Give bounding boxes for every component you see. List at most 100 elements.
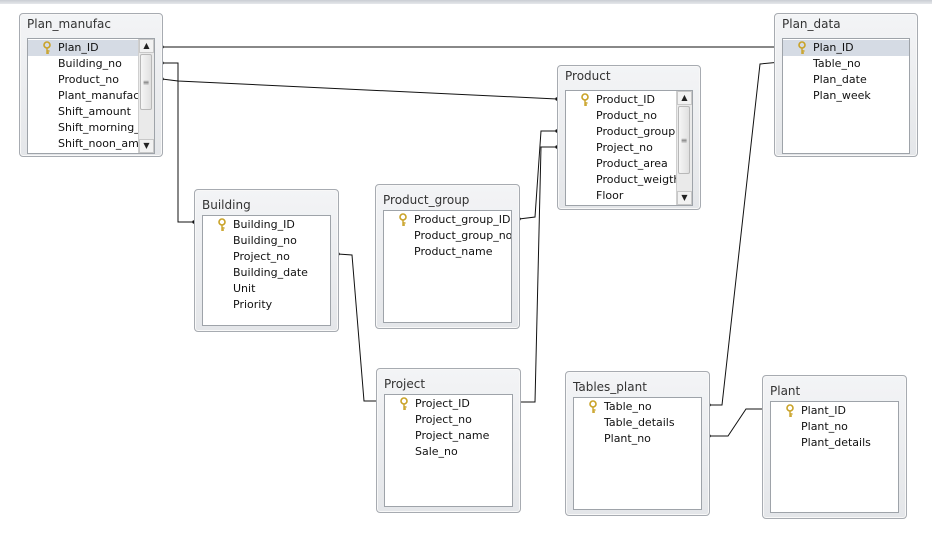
field-name: Building_date (233, 266, 308, 279)
field-name: Project_name (415, 429, 490, 442)
field-row[interactable]: Plan_ID (28, 40, 138, 56)
key-icon (589, 400, 597, 413)
field-row[interactable]: Shift_amount (28, 104, 138, 120)
field-row[interactable]: Building_no (28, 56, 138, 72)
field-row[interactable]: Product_group_ID (384, 212, 511, 228)
field-name: Product_no (596, 109, 657, 122)
field-name: Plant_details (801, 436, 871, 449)
field-name: Project_ID (415, 397, 470, 410)
vertical-scrollbar[interactable]: ▲ ≡ ▼ (138, 39, 154, 153)
field-row[interactable]: Project_no (203, 249, 330, 265)
field-name: Building_ID (233, 218, 295, 231)
field-row[interactable]: Table_no (783, 56, 909, 72)
scroll-thumb[interactable]: ≡ (140, 54, 152, 110)
field-list[interactable]: Plan_ID Building_no Product_no Plant_man… (27, 38, 155, 154)
field-list[interactable]: Building_ID Building_no Project_no Build… (202, 215, 331, 326)
field-row[interactable]: Plant_no (771, 419, 898, 435)
field-row[interactable]: Product_no (28, 72, 138, 88)
table-title: Plant (770, 384, 801, 398)
table-plan-data[interactable]: Plan_data Plan_ID Table_no Plan_date Pla… (774, 13, 918, 157)
field-name: Plant_ID (801, 404, 846, 417)
scroll-down-arrow-icon[interactable]: ▼ (139, 139, 154, 153)
table-tables-plant[interactable]: Tables_plant Table_no Table_details Plan… (565, 371, 710, 516)
field-row[interactable]: Product_area (566, 156, 676, 172)
field-row[interactable]: Plant_no (574, 431, 701, 447)
field-row[interactable]: Shift_noon_amou (28, 136, 138, 152)
scroll-up-arrow-icon[interactable]: ▲ (677, 91, 692, 105)
relationship-building-no (162, 62, 194, 223)
field-row[interactable]: Product_ID (566, 92, 676, 108)
field-name: Plant_manufac_d (58, 89, 138, 102)
field-row[interactable]: Unit (203, 281, 330, 297)
field-row[interactable]: Plant_manufac_d (28, 88, 138, 104)
table-plan-manufac[interactable]: Plan_manufac Plan_ID Building_no Product… (19, 13, 163, 157)
field-list[interactable]: Project_ID Project_no Project_name Sale_… (384, 394, 513, 507)
scroll-up-arrow-icon[interactable]: ▲ (139, 39, 154, 53)
field-row[interactable]: Building_ID (203, 217, 330, 233)
field-row[interactable]: Sale_no (385, 444, 512, 460)
table-title: Project (384, 377, 426, 391)
relationship-product-group (518, 130, 557, 220)
field-name: Unit (233, 282, 256, 295)
field-list[interactable]: Table_no Table_details Plant_no (573, 397, 702, 510)
field-name: Product_weigth (596, 173, 676, 186)
field-name: Product_name (414, 245, 493, 258)
field-row[interactable]: Product_weigth (566, 172, 676, 188)
relationship-product-no (161, 78, 558, 100)
field-row[interactable]: Floor (566, 188, 676, 204)
field-row[interactable]: Project_ID (385, 396, 512, 412)
field-name: Plant_no (801, 420, 848, 433)
table-plant[interactable]: Plant Plant_ID Plant_no Plant_details (762, 375, 907, 519)
field-row[interactable]: Product_group (566, 124, 676, 140)
table-product[interactable]: Product Product_ID Product_no Product_gr… (557, 65, 701, 210)
field-name: Shift_morning_ar (58, 121, 138, 134)
table-title: Tables_plant (573, 380, 647, 394)
field-row[interactable]: Project_no (566, 140, 676, 156)
field-row[interactable]: Product_group_no (384, 228, 511, 244)
field-list[interactable]: Product_group_ID Product_group_no Produc… (383, 210, 512, 323)
field-row[interactable]: Product_no (566, 108, 676, 124)
table-title: Plan_data (782, 17, 841, 31)
field-row[interactable]: Building_no (203, 233, 330, 249)
field-row[interactable]: Shift_morning_ar (28, 120, 138, 136)
table-title: Product (565, 69, 611, 83)
table-building[interactable]: Building Building_ID Building_no Project… (194, 189, 339, 332)
field-name: Building_no (233, 234, 297, 247)
field-name: Shift_amount (58, 105, 131, 118)
field-row[interactable]: Table_no (574, 399, 701, 415)
field-name: Product_no (58, 73, 119, 86)
scroll-down-arrow-icon[interactable]: ▼ (677, 191, 692, 205)
field-list[interactable]: Product_ID Product_no Product_group Proj… (565, 90, 693, 206)
field-name: Plan_week (813, 89, 871, 102)
field-list[interactable]: Plant_ID Plant_no Plant_details (770, 401, 899, 513)
field-row[interactable]: Project_name (385, 428, 512, 444)
field-row[interactable]: Priority (203, 297, 330, 313)
field-list[interactable]: Plan_ID Table_no Plan_date Plan_week (782, 38, 910, 154)
field-name: Building_no (58, 57, 122, 70)
field-name: Project_no (596, 141, 653, 154)
field-row[interactable]: Plant_details (771, 435, 898, 451)
field-name: Product_area (596, 157, 668, 170)
relationship-plant-no (709, 408, 769, 437)
key-icon (218, 218, 226, 231)
table-product-group[interactable]: Product_group Product_group_ID Product_g… (375, 184, 520, 329)
field-name: Product_group (596, 125, 676, 138)
field-row[interactable]: Table_details (574, 415, 701, 431)
field-row[interactable]: Plan_week (783, 88, 909, 104)
field-row[interactable]: Plan_ID (783, 40, 909, 56)
table-title: Building (202, 198, 251, 212)
table-project[interactable]: Project Project_ID Project_no Project_na… (376, 368, 521, 513)
field-row[interactable]: Plant_ID (771, 403, 898, 419)
key-icon (798, 41, 806, 54)
key-icon (399, 213, 407, 226)
field-name: Product_group_ID (414, 213, 511, 226)
scroll-thumb[interactable]: ≡ (678, 106, 690, 174)
field-name: Plan_ID (58, 41, 99, 54)
field-row[interactable]: Plan_date (783, 72, 909, 88)
field-row[interactable]: Building_date (203, 265, 330, 281)
field-row[interactable]: Product_name (384, 244, 511, 260)
field-row[interactable]: Project_no (385, 412, 512, 428)
vertical-scrollbar[interactable]: ▲ ≡ ▼ (676, 91, 692, 205)
key-icon (43, 41, 51, 54)
field-name: Project_no (233, 250, 290, 263)
